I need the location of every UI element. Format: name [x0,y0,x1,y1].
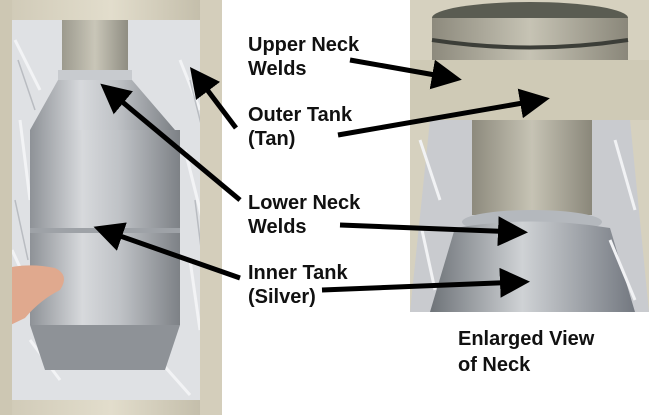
label-lower-neck-welds: Lower Neck Welds [248,192,361,238]
label-upper-neck-welds: Upper Neck Welds [248,34,360,80]
right-neck-enlarged-photo [410,0,649,312]
label-outer-tank: Outer Tank (Tan) [248,104,353,150]
left-tank-cutaway-photo [0,0,222,415]
caption-enlarged-view: Enlarged View of Neck [458,328,595,376]
tank-cutaway-illustration [0,0,222,415]
neck-enlarged-illustration [410,0,649,312]
label-inner-tank: Inner Tank (Silver) [248,262,348,308]
